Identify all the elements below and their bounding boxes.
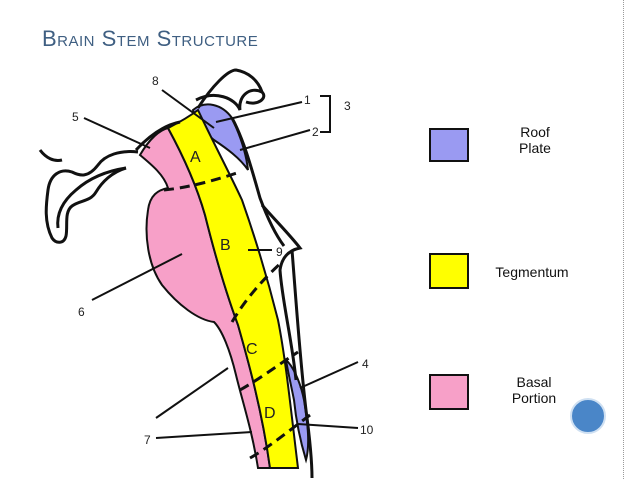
legend-label-tegmentum: Tegmentum [486, 264, 578, 280]
label-2: 2 [312, 125, 319, 139]
label-8: 8 [152, 74, 159, 88]
legend-label-basal-portion: Basal Portion [500, 374, 568, 406]
legend-label-basal-portion-line1: Basal [516, 374, 552, 390]
dashed-boundaries [163, 170, 311, 460]
slide-title: Brain Stem Structure [42, 26, 259, 51]
membrane-outline [38, 68, 314, 479]
legend-swatch-basal-portion [429, 374, 469, 410]
bracket-3 [320, 95, 331, 133]
slide-border [623, 0, 624, 479]
tegmentum [166, 108, 300, 469]
label-3: 3 [344, 99, 351, 113]
region-d: D [264, 405, 276, 422]
legend-label-basal-portion-line2: Portion [511, 390, 557, 406]
label-5: 5 [72, 110, 79, 124]
legend-label-roof-plate: Roof Plate [505, 124, 565, 156]
legend-label-tegmentum-line1: Tegmentum [495, 264, 569, 280]
legend-swatch-tegmentum [429, 253, 469, 289]
region-a: A [190, 149, 201, 166]
leader-lines [83, 89, 359, 439]
label-10: 10 [360, 423, 374, 437]
label-6: 6 [78, 305, 85, 319]
region-b: B [220, 237, 231, 254]
circle-button-icon[interactable] [570, 398, 606, 434]
legend-swatch-roof-plate [429, 128, 469, 162]
roof-plate-lower [284, 357, 310, 464]
label-7: 7 [144, 433, 151, 447]
legend-label-roof-plate-line2: Plate [519, 140, 551, 156]
label-1: 1 [304, 93, 311, 107]
legend-label-roof-plate-line1: Roof [520, 124, 550, 140]
label-9: 9 [276, 245, 283, 259]
label-4: 4 [362, 357, 369, 371]
region-c: C [246, 341, 258, 358]
